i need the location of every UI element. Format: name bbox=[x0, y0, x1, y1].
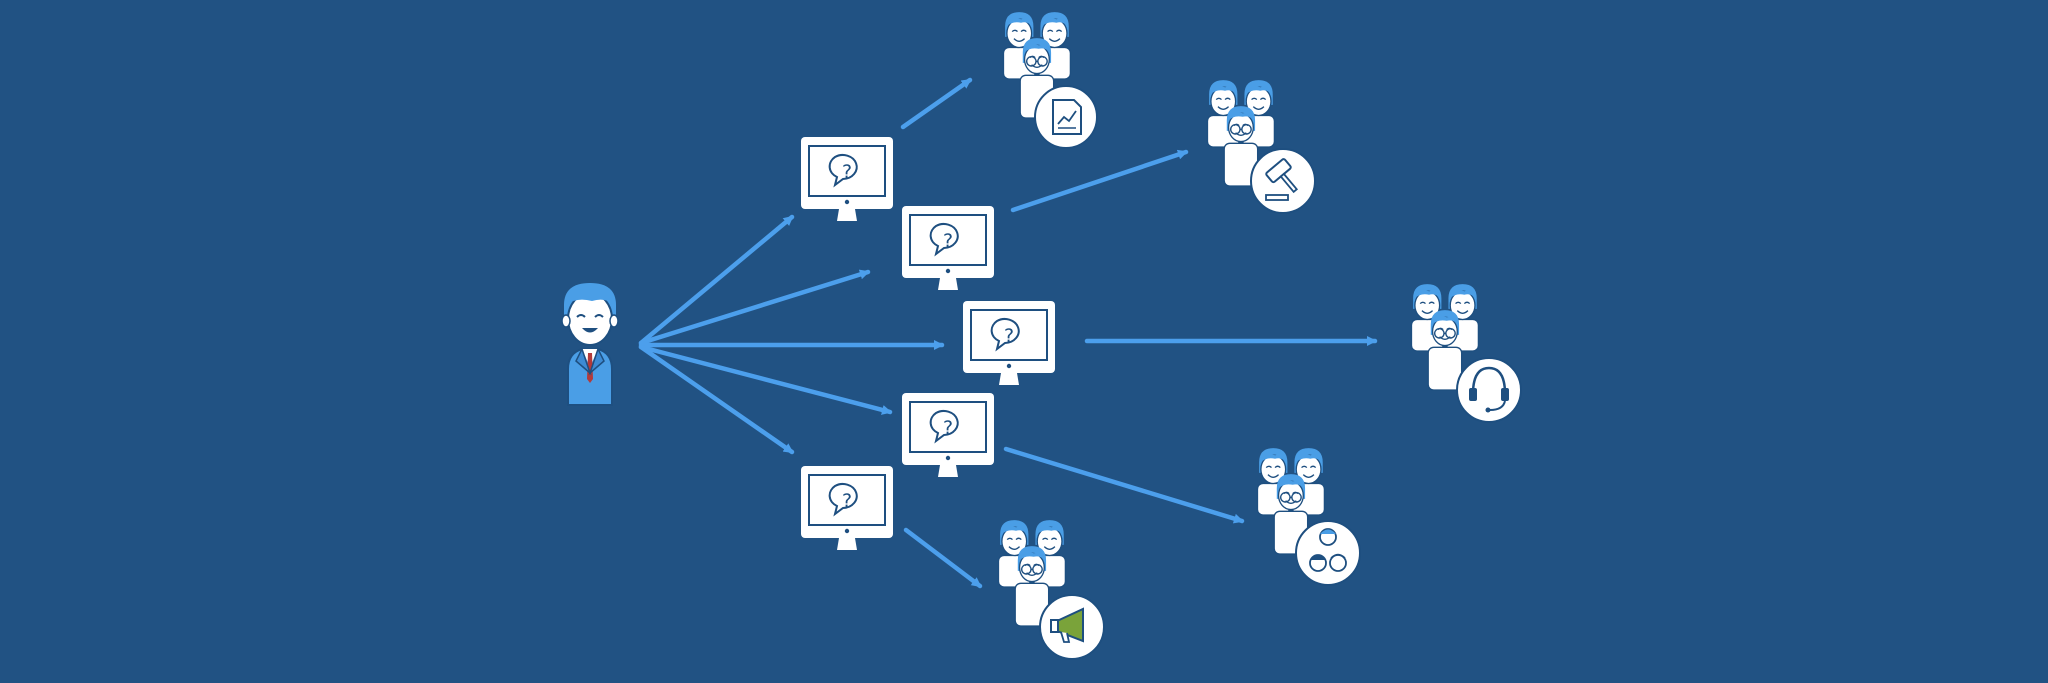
report-chart-icon bbox=[1034, 85, 1098, 149]
headset-icon bbox=[1456, 357, 1522, 423]
arrow-to-monitor-5 bbox=[638, 344, 795, 455]
arrow-to-monitor-1 bbox=[638, 214, 795, 346]
megaphone-icon bbox=[1039, 594, 1105, 660]
arrow-to-monitor-2 bbox=[638, 269, 871, 346]
arrows bbox=[638, 77, 1378, 589]
user-faces-icon bbox=[1295, 520, 1361, 586]
monitor-3 bbox=[963, 301, 1055, 386]
arrow-to-group-5 bbox=[903, 527, 983, 589]
monitor-5 bbox=[801, 466, 893, 551]
monitor-2 bbox=[902, 206, 994, 291]
audience-group-4 bbox=[1257, 448, 1361, 586]
audience-group-2 bbox=[1207, 80, 1316, 214]
monitor-4 bbox=[902, 393, 994, 478]
monitor-question-icon bbox=[902, 206, 994, 291]
monitor-question-icon bbox=[902, 393, 994, 478]
arrow-to-group-1 bbox=[900, 77, 973, 130]
audience-group-1 bbox=[1003, 12, 1098, 149]
monitor-question-icon bbox=[801, 137, 893, 222]
audience-group-5 bbox=[998, 520, 1105, 660]
arrow-to-monitor-4 bbox=[638, 344, 893, 415]
gavel-icon bbox=[1250, 148, 1316, 214]
arrow-to-group-4 bbox=[1003, 446, 1245, 524]
monitor-question-icon bbox=[963, 301, 1055, 386]
arrow-to-group-2 bbox=[1010, 149, 1189, 213]
monitor-1 bbox=[801, 137, 893, 222]
businessman-icon bbox=[561, 283, 619, 406]
audience-group-3 bbox=[1411, 284, 1522, 423]
monitor-question-icon bbox=[801, 466, 893, 551]
